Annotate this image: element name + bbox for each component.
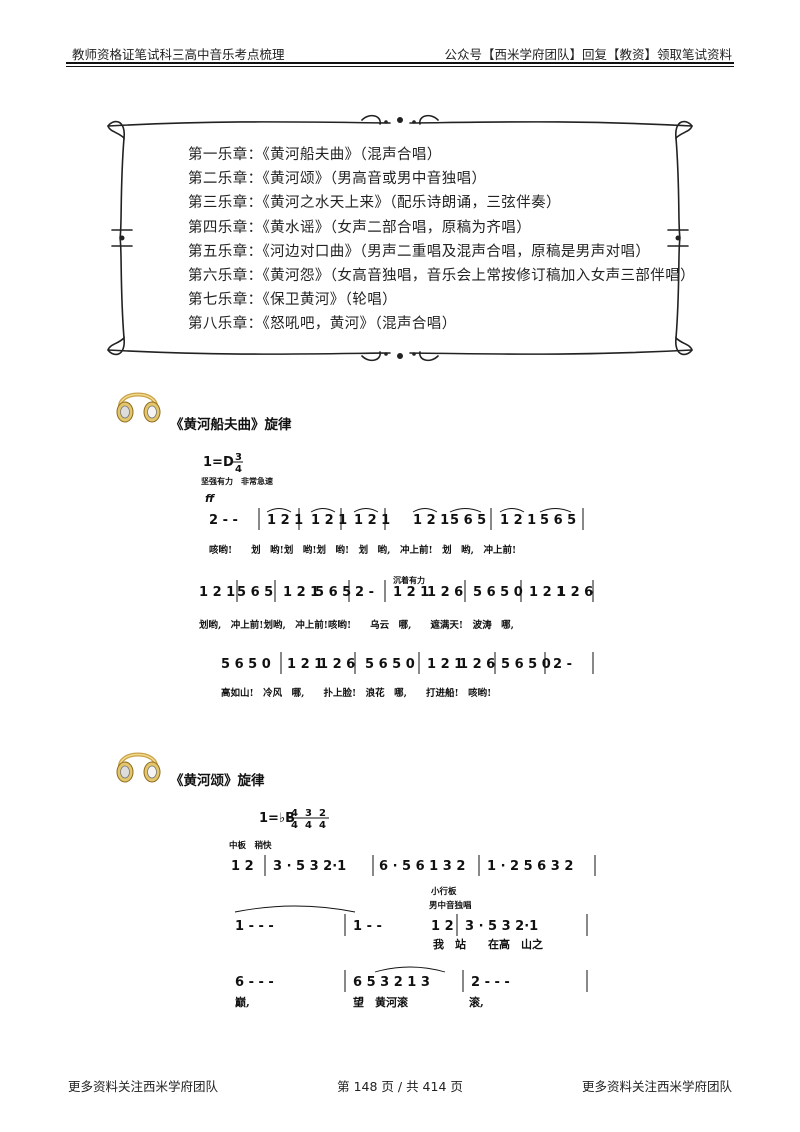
chapter-list: 第一乐章：《黄河船夫曲》（混声合唱） 第二乐章：《黄河颂》（男高音或男中音独唱）… <box>188 143 695 337</box>
score-row-1: 2 - - 1 2 1 1 2 1 1 2 1 1 2 1 5 6 5 1 2 … <box>209 508 584 556</box>
note-group: 1 2 1 <box>199 585 235 600</box>
note-group: 1 2 6 <box>557 585 593 600</box>
score-row-2: 1 2 1 5 6 5 1 2 1 5 6 5 2 - 1 2 1 1 2 6 … <box>199 580 594 631</box>
note-group: 1 2 1 <box>529 585 565 600</box>
note-group: 6 5 3 2 1 3 <box>353 975 430 990</box>
lyric-word: 巅, <box>234 995 250 1009</box>
note-group: 1 2 1 <box>311 513 347 528</box>
chapter-item: 第五乐章：《河边对口曲》（男声二重唱及混声合唱，原稿是男声对唱） <box>188 243 651 260</box>
score-row-3: 6 - - - 6 5 3 2 1 3 2 - - - 巅, 望 黄河滚 滚, <box>234 966 588 1009</box>
note-group: 1 2 1 <box>267 513 303 528</box>
score-time-top: 3 <box>305 808 312 819</box>
note-group: 1 2 <box>431 919 454 934</box>
score-tempo: 中板 稍快 <box>229 840 272 851</box>
note-group: 1 · 2 5 6 3 2 <box>487 859 573 874</box>
ornamental-frame <box>107 114 693 362</box>
note-group: 1 - - <box>353 919 382 934</box>
note-group: 5 6 5 0 <box>473 585 523 600</box>
score-time-top: 2 <box>319 808 326 819</box>
note-group: 3 · 5 3 2·1 <box>273 859 346 874</box>
lyrics-line: 我 站 在高 山之 <box>433 937 543 951</box>
note-group: 5 6 5 <box>450 513 486 528</box>
lyric-word: 滚, <box>469 995 484 1009</box>
chapter-item: 第七乐章：《保卫黄河》（轮唱） <box>188 292 397 309</box>
section-title-huanghe-chuanfu: 《黄河船夫曲》旋律 <box>170 417 292 433</box>
chapter-item: 第六乐章：《黄河怨》（女高音独唱，音乐会上常按修订稿加入女声三部伴唱） <box>188 267 695 284</box>
note-group: 2 - <box>553 657 572 672</box>
footer-right-text: 更多资料关注西米学府团队 <box>581 1079 732 1094</box>
header-right-text: 公众号【西米学府团队】回复【教资】领取笔试资料 <box>444 47 732 62</box>
page-number: 第 148 页 / 共 414 页 <box>337 1079 463 1094</box>
note-group: 1 2 1 <box>427 657 463 672</box>
chapter-item: 第八乐章：《怒吼吧，黄河》（混声合唱） <box>188 316 457 333</box>
lyrics-line: 高如山! 冷风 哪, 扑上脸! 浪花 哪, 打进船! 咳哟! <box>221 687 491 699</box>
score-huanghe-chuanfu: 1=D 3 4 坚强有力 非常急速 ff 沉着有力 2 - - 1 2 1 1 … <box>199 452 594 699</box>
score-row-1: 1 2 3 · 5 3 2·1 6 · 5 6 1 3 2 1 · 2 5 6 … <box>231 855 596 876</box>
note-group: 5 6 5 0 <box>365 657 415 672</box>
note-group: 3 · 5 3 2·1 <box>465 919 538 934</box>
score-key: 1=♭B <box>259 811 295 826</box>
chapter-item: 第二乐章：《黄河颂》（男高音或男中音独唱） <box>188 171 487 188</box>
note-group: 1 2 1 <box>500 513 536 528</box>
note-group: 1 2 1 <box>393 585 429 600</box>
score-time-bottom: 4 <box>305 820 312 831</box>
section-title-huanghe-song: 《黄河颂》旋律 <box>170 773 265 789</box>
score-dynamic: ff <box>205 492 216 505</box>
note-group: 5 6 5 <box>540 513 576 528</box>
score-time-top: 3 <box>235 452 242 463</box>
chapter-item: 第三乐章：《黄河之水天上来》（配乐诗朗诵，三弦伴奏） <box>188 195 561 212</box>
note-group: 5 6 5 <box>237 585 273 600</box>
note-group: 1 2 1 <box>287 657 323 672</box>
lyric-word: 黄河滚 <box>375 995 409 1009</box>
note-group: 1 2 1 <box>354 513 390 528</box>
score-time-bottom: 4 <box>319 820 326 831</box>
headphones-icon <box>116 392 161 423</box>
score-marking: 男中音独唱 <box>429 900 472 911</box>
score-key: 1=D <box>203 455 234 470</box>
note-group: 1 2 1 <box>283 585 319 600</box>
note-group: 2 - - <box>209 513 238 528</box>
lyrics-line: 咳哟! 划 哟!划 哟!划 哟! 划 哟, 冲上前! 划 哟, 冲上前! <box>209 544 516 556</box>
header-left-text: 教师资格证笔试科三高中音乐考点梳理 <box>72 47 285 62</box>
note-group: 6 · 5 6 1 3 2 <box>379 859 465 874</box>
score-marking: 沉着有力 <box>393 575 425 585</box>
score-marking: 小行板 <box>430 886 457 897</box>
note-group: 5 6 5 0 <box>501 657 551 672</box>
note-group: 1 2 6 <box>427 585 463 600</box>
score-row-2: 1 - - - 1 - - 1 2 3 · 5 3 2·1 我 站 在高 山之 <box>234 905 588 951</box>
note-group: 5 6 5 0 <box>221 657 271 672</box>
score-row-3: 5 6 5 0 1 2 1 1 2 6 5 6 5 0 1 2 1 1 2 6 … <box>221 652 594 699</box>
note-group: 1 2 <box>231 859 254 874</box>
chapter-item: 第四乐章：《黄水谣》（女声二部合唱，原稿为齐唱） <box>188 219 532 236</box>
chapter-item: 第一乐章：《黄河船夫曲》（混声合唱） <box>188 147 442 163</box>
lyrics-line: 划哟, 冲上前!划哟, 冲上前!咳哟! 乌云 哪, 遮满天! 波涛 哪, <box>199 619 514 631</box>
note-group: 1 2 1 <box>413 513 449 528</box>
note-group: 2 - <box>355 585 374 600</box>
note-group: 2 - - - <box>471 975 510 990</box>
header-rule-thin <box>66 66 734 67</box>
note-group: 6 - - - <box>235 975 274 990</box>
score-time-bottom: 4 <box>291 820 298 831</box>
note-group: 1 - - - <box>235 919 274 934</box>
note-group: 1 2 6 <box>319 657 355 672</box>
footer-left-text: 更多资料关注西米学府团队 <box>68 1079 219 1094</box>
score-time-top: 4 <box>291 808 298 819</box>
score-tempo: 坚强有力 非常急速 <box>201 476 273 486</box>
headphones-icon <box>116 752 161 783</box>
score-time-bottom: 4 <box>235 464 242 475</box>
note-group: 1 2 6 <box>459 657 495 672</box>
lyric-word: 望 <box>353 995 364 1009</box>
note-group: 5 6 5 <box>315 585 351 600</box>
header-rule <box>66 62 734 64</box>
score-huanghe-song: 1=♭B 4 3 2 4 4 4 中板 稍快 小行板 男中音独唱 1 2 3 ·… <box>229 808 596 1009</box>
